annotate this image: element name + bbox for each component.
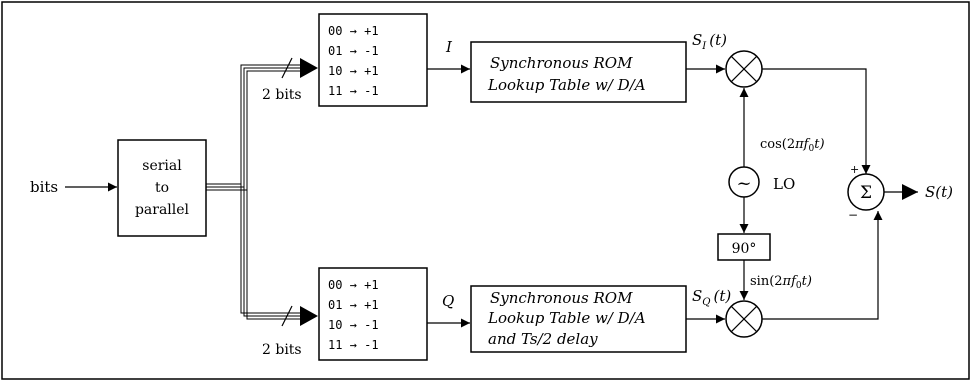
i-map-row: 11 → -1 xyxy=(328,84,379,98)
summer-minus: − xyxy=(848,208,858,222)
q-map-row: 01 → +1 xyxy=(328,298,379,312)
rom-q-block xyxy=(470,285,687,353)
phase-shift-block xyxy=(717,233,771,261)
i-map-row: 00 → +1 xyxy=(328,24,379,38)
q-map-row: 10 → -1 xyxy=(328,318,379,332)
q-mapping-table xyxy=(318,267,428,361)
rom-q-line: Synchronous ROM xyxy=(490,289,633,307)
upper-bus-label: 2 bits xyxy=(262,87,302,103)
upper-mixer xyxy=(725,50,763,88)
i-map-row: 01 → -1 xyxy=(328,44,379,58)
lo-label: LO xyxy=(773,175,795,193)
sin-label: sin(2πf0t) xyxy=(750,274,812,291)
si-label: SI(t) xyxy=(692,31,727,52)
rom-q-line: Lookup Table w/ D/A xyxy=(487,309,646,327)
serial-label: serial xyxy=(142,158,182,174)
lower-mixer-to-summer xyxy=(762,211,883,320)
rom-i-block xyxy=(470,41,687,103)
sq-label: SQ(t) xyxy=(692,287,731,308)
summer-plus: + xyxy=(850,163,859,176)
lower-mixer xyxy=(725,300,763,338)
lower-bus-slash xyxy=(281,305,293,327)
i-signal-label: I xyxy=(445,38,453,56)
cos-label: cos(2πf0t) xyxy=(760,137,825,154)
to-label: to xyxy=(155,180,169,196)
q-map-row: 00 → +1 xyxy=(328,278,379,292)
rom-q-line: and Ts/2 delay xyxy=(488,330,598,348)
rom-i-line: Synchronous ROM xyxy=(490,54,633,72)
i-mapping-table xyxy=(318,13,428,107)
summer-sigma: Σ xyxy=(860,183,872,203)
i-map-row: 10 → +1 xyxy=(328,64,379,78)
input-bits-label: bits xyxy=(30,178,58,196)
upper-mixer-to-summer xyxy=(762,68,871,174)
parallel-bus xyxy=(206,64,300,320)
upper-bus-arrowhead xyxy=(300,58,318,78)
lower-bus-arrowhead xyxy=(300,306,318,326)
oscillator-tilde: ~ xyxy=(736,173,751,194)
phase-shift-label: 90° xyxy=(732,241,757,257)
serial-to-parallel-block xyxy=(117,139,207,237)
parallel-label: parallel xyxy=(135,202,190,218)
q-map-row: 11 → -1 xyxy=(328,338,379,352)
output-label: S(t) xyxy=(925,183,953,201)
q-signal-label: Q xyxy=(442,292,454,310)
rom-i-line: Lookup Table w/ D/A xyxy=(487,76,646,94)
lower-bus-label: 2 bits xyxy=(262,342,302,358)
upper-bus-slash xyxy=(281,57,293,79)
